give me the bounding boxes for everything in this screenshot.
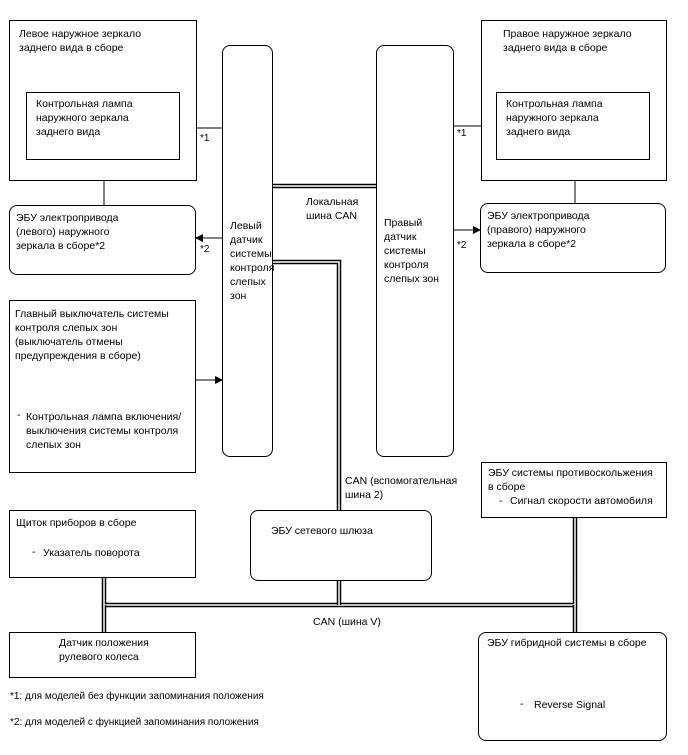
can-sub2-label: CAN (вспомогательная шина 2) — [345, 475, 458, 501]
right-mirror-ecu: ЭБУ электропривода (правого) наружного з… — [480, 203, 666, 273]
main-switch-item: Контрольная лампа включения/ выключения … — [26, 411, 182, 451]
abs-ecu-bullet: - — [499, 495, 503, 507]
steering-angle-sensor: Датчик положения рулевого колеса — [9, 632, 196, 678]
abs-ecu: ЭБУ системы противоскольжения в сборе - … — [481, 462, 667, 518]
left-mirror-title: Левое наружное зеркало заднего вида в сб… — [19, 28, 142, 54]
gateway-ecu-label: ЭБУ сетевого шлюза — [271, 525, 373, 537]
combination-meter-title: Щиток приборов в сборе — [16, 517, 137, 529]
gateway-ecu: ЭБУ сетевого шлюза — [250, 510, 432, 581]
right-blind-spot-sensor: Правый датчик системы контроля слепых зо… — [376, 45, 454, 457]
local-can-bus — [273, 183, 376, 510]
main-switch-bullet: - — [17, 409, 21, 421]
marker-1-right: *1 — [457, 128, 467, 139]
hybrid-ecu: ЭБУ гибридной системы в сборе - Reverse … — [478, 632, 667, 741]
can-v-label: CAN (шина V) — [313, 616, 381, 628]
hybrid-ecu-item: Reverse Signal — [534, 699, 606, 711]
left-blind-spot-sensor: Левый датчик системы контроля слепых зон — [222, 45, 275, 457]
hybrid-ecu-title: ЭБУ гибридной системы в сборе — [487, 637, 647, 649]
marker-1-left: *1 — [200, 133, 210, 144]
main-switch-title: Главный выключатель системы контроля сле… — [15, 308, 169, 362]
hybrid-ecu-bullet: - — [520, 698, 524, 710]
left-mirror-lamp: Контрольная лампа наружного зеркала задн… — [26, 92, 180, 160]
combination-meter-item: Указатель поворота — [43, 547, 140, 559]
marker-2-left: *2 — [200, 244, 210, 255]
combination-meter: Щиток приборов в сборе - Указатель повор… — [9, 510, 196, 578]
left-mirror-lamp-label: Контрольная лампа наружного зеркала задн… — [36, 98, 133, 138]
abs-ecu-item: Сигнал скорости автомобиля — [510, 495, 653, 507]
right-sensor-label: Правый датчик системы контроля слепых зо… — [384, 217, 439, 285]
blind-spot-main-switch: Главный выключатель системы контроля сле… — [9, 300, 196, 473]
left-sensor-label: Левый датчик системы контроля слепых зон — [230, 220, 275, 302]
can-v-bus — [101, 518, 578, 632]
right-mirror-title: Правое наружное зеркало заднего вида в с… — [503, 28, 632, 54]
combination-meter-bullet: - — [32, 546, 36, 558]
footnote-1: *1: для моделей без функции запоминания … — [10, 691, 264, 702]
right-mirror-lamp-label: Контрольная лампа наружного зеркала задн… — [506, 98, 603, 138]
left-mirror-ecu-label: ЭБУ электропривода (левого) наружного зе… — [16, 212, 119, 252]
right-mirror-ecu-label: ЭБУ электропривода (правого) наружного з… — [487, 210, 590, 250]
steering-sensor-label: Датчик положения рулевого колеса — [59, 637, 149, 663]
local-can-label: Локальная шина CAN — [306, 196, 359, 222]
right-mirror-lamp: Контрольная лампа наружного зеркала задн… — [496, 92, 650, 160]
left-mirror-ecu: ЭБУ электропривода (левого) наружного зе… — [9, 205, 196, 275]
marker-2-right: *2 — [457, 240, 467, 251]
footnote-2: *2: для моделей с функцией запоминания п… — [10, 717, 259, 728]
abs-ecu-title: ЭБУ системы противоскольжения в сборе — [488, 467, 653, 493]
